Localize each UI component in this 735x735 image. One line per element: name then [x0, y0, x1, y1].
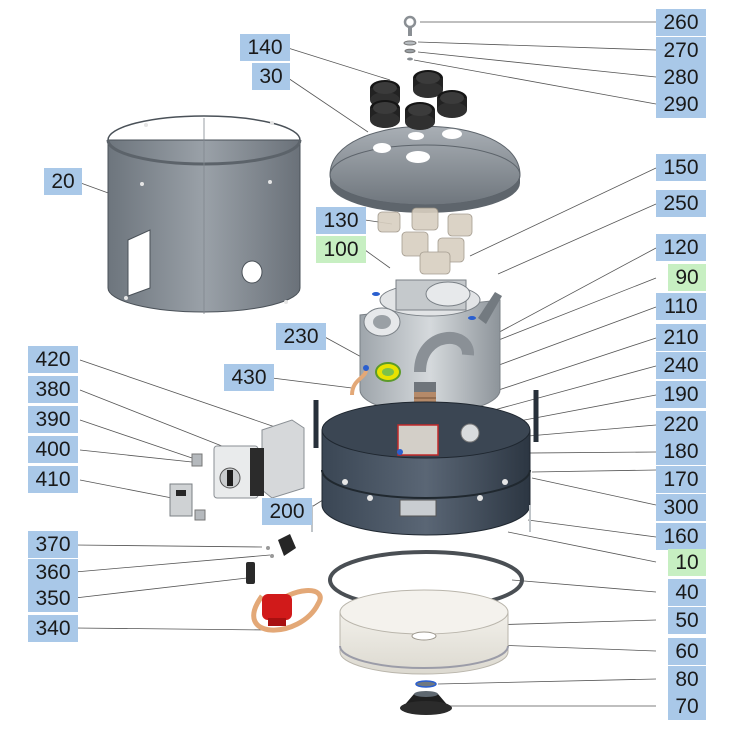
- label-190: 190: [656, 381, 706, 408]
- label-370: 370: [28, 531, 78, 558]
- label-240: 240: [656, 352, 706, 379]
- label-290: 290: [656, 91, 706, 118]
- filter-caps-part: [370, 70, 467, 130]
- label-200: 200: [262, 498, 312, 525]
- label-280: 280: [656, 64, 706, 91]
- green-filter-part: [375, 362, 401, 382]
- small-tube-part: [350, 365, 369, 396]
- label-210: 210: [656, 324, 706, 351]
- label-170: 170: [656, 466, 706, 493]
- label-350: 350: [28, 585, 78, 612]
- label-130: 130: [316, 207, 366, 234]
- switch-assembly-part: [169, 419, 305, 521]
- label-270: 270: [656, 37, 706, 64]
- label-60: 60: [668, 638, 706, 665]
- foot-part: [400, 680, 452, 715]
- label-90: 90: [668, 264, 706, 291]
- label-20: 20: [44, 168, 82, 195]
- label-110: 110: [656, 293, 706, 320]
- label-430: 430: [224, 364, 274, 391]
- label-250: 250: [656, 190, 706, 217]
- label-340: 340: [28, 615, 78, 642]
- label-410: 410: [28, 466, 78, 493]
- label-380: 380: [28, 376, 78, 403]
- label-50: 50: [668, 607, 706, 634]
- label-390: 390: [28, 406, 78, 433]
- filter-basket-part: [339, 589, 509, 675]
- main-tub-part: [311, 390, 539, 536]
- label-140: 140: [240, 34, 290, 61]
- label-400: 400: [28, 436, 78, 463]
- lid-dome-part: [329, 125, 521, 213]
- label-30: 30: [252, 63, 290, 90]
- label-420: 420: [28, 346, 78, 373]
- label-300: 300: [656, 494, 706, 521]
- label-120: 120: [656, 234, 706, 261]
- label-10: 10: [668, 549, 706, 576]
- label-80: 80: [668, 666, 706, 693]
- motor-housing-part: [359, 279, 502, 414]
- label-160: 160: [656, 523, 706, 550]
- power-cable-part: [246, 534, 323, 633]
- label-40: 40: [668, 579, 706, 606]
- label-150: 150: [656, 154, 706, 181]
- transparent-adapters-part: [377, 207, 473, 275]
- label-230: 230: [276, 323, 326, 350]
- label-100: 100: [316, 236, 366, 263]
- label-180: 180: [656, 438, 706, 465]
- lifting-eye-part: [403, 15, 417, 61]
- label-360: 360: [28, 559, 78, 586]
- label-70: 70: [668, 693, 706, 720]
- label-260: 260: [656, 9, 706, 36]
- outer-sleeve-part: [106, 115, 302, 314]
- label-220: 220: [656, 411, 706, 438]
